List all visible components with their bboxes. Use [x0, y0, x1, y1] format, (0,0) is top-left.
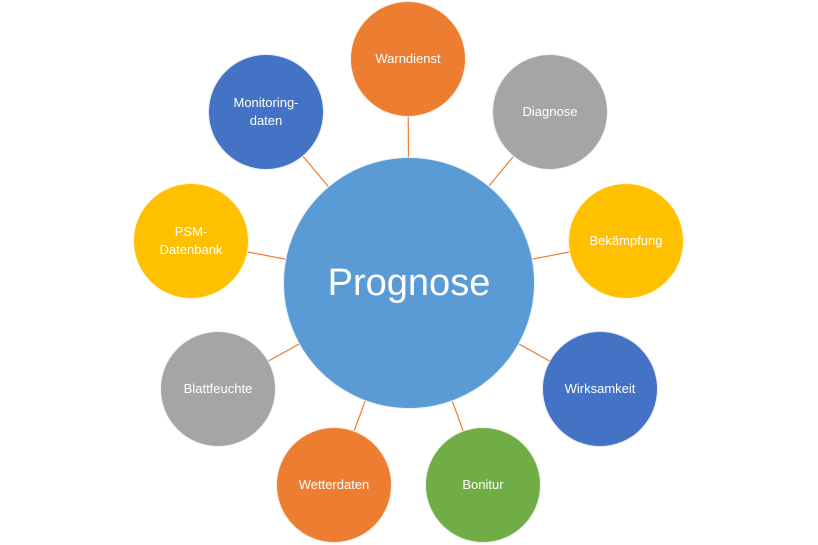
node-label-diagnose: Diagnose	[522, 104, 578, 119]
node-diagnose: Diagnose	[492, 54, 608, 170]
node-bonitur: Bonitur	[425, 427, 541, 543]
node-bekaempfung: Bekämpfung	[568, 183, 684, 299]
center-label: Prognose	[327, 262, 491, 304]
node-wetterdaten: Wetterdaten	[276, 427, 392, 543]
node-blattfeuchte: Blattfeuchte	[160, 331, 276, 447]
node-warndienst: Warndienst	[350, 1, 466, 117]
node-label-wirksamkeit: Wirksamkeit	[564, 381, 636, 396]
node-psm-datenbank: PSM- Datenbank	[133, 183, 249, 299]
node-monitoringdaten: Monitoring- daten	[208, 54, 324, 170]
node-wirksamkeit: Wirksamkeit	[542, 331, 658, 447]
node-label-warndienst: Warndienst	[375, 51, 441, 66]
node-label-blattfeuchte: Blattfeuchte	[183, 381, 253, 396]
node-label-psm-datenbank: PSM- Datenbank	[159, 224, 223, 257]
node-label-monitoringdaten: Monitoring- daten	[233, 95, 299, 128]
node-label-bonitur: Bonitur	[462, 477, 504, 492]
node-label-wetterdaten: Wetterdaten	[298, 477, 370, 492]
node-label-bekaempfung: Bekämpfung	[589, 233, 663, 248]
center-node-prognose: Prognose	[283, 157, 535, 409]
